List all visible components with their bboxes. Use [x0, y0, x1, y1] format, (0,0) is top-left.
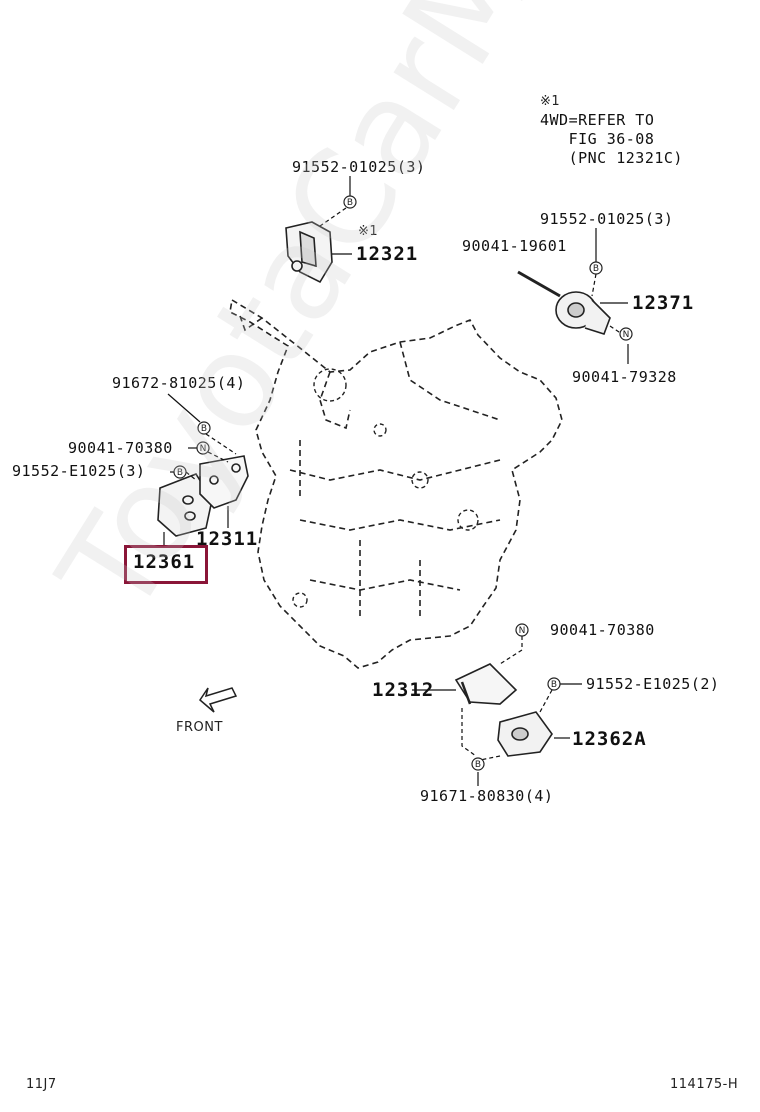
svg-text:N: N [623, 330, 630, 340]
part-label-12362A[interactable]: 12362A [572, 728, 647, 750]
svg-text:B: B [551, 680, 557, 690]
part-label-12312[interactable]: 12312 [372, 679, 435, 701]
bolt-marker [547, 677, 561, 691]
mount-12371 [517, 270, 611, 335]
svg-text:B: B [593, 264, 599, 274]
engine-detail-circles [292, 368, 479, 608]
part-label-12321[interactable]: 12321 [356, 243, 419, 265]
svg-text:N: N [519, 626, 526, 636]
svg-text:N: N [200, 444, 207, 454]
bracket-12321 [285, 221, 333, 284]
footer-right-code: 114175-H [670, 1077, 739, 1092]
selected-part-highlight [124, 545, 208, 584]
part-label-90041-70380-left[interactable]: 90041-70380 [68, 439, 173, 457]
bolt-marker [173, 465, 187, 479]
part-label-90041-79328[interactable]: 90041-79328 [572, 368, 677, 386]
footer-left-code: 11J7 [26, 1077, 57, 1092]
bolt-marker [197, 421, 211, 435]
front-arrow-icon [199, 687, 238, 713]
part-label-12361[interactable]: 12361 [133, 551, 196, 573]
note-mark: ※1 [540, 94, 561, 109]
bracket-12311 [199, 455, 249, 509]
note-line-1: 4WD=REFER TO [540, 111, 655, 129]
bolt-marker [343, 195, 357, 209]
fastener-markers: B B N B N B N B B [173, 195, 633, 771]
part-label-90041-70380-right[interactable]: 90041-70380 [550, 621, 655, 639]
part-label-12371[interactable]: 12371 [632, 292, 695, 314]
part-label-91671-80830[interactable]: 91671-80830(4) [420, 787, 554, 805]
nut-marker [515, 623, 529, 637]
part-label-91552-E1025-left[interactable]: 91552-E1025(3) [12, 462, 146, 480]
bolt-marker [471, 757, 485, 771]
bracket-12312 [454, 663, 518, 705]
svg-text:B: B [177, 468, 183, 478]
engine-outline [229, 298, 563, 669]
part-label-91552-01025-right[interactable]: 91552-01025(3) [540, 210, 674, 228]
nut-marker [619, 327, 633, 341]
bolt-marker [589, 261, 603, 275]
part-label-90041-19601[interactable]: 90041-19601 [462, 237, 567, 255]
mount-12362A [497, 711, 553, 757]
part-label-91672-81025[interactable]: 91672-81025(4) [112, 374, 246, 392]
svg-text:B: B [347, 198, 353, 208]
leader-lines [163, 176, 629, 786]
mount-12361 [157, 473, 213, 537]
part-label-91552-E1025-right[interactable]: 91552-E1025(2) [586, 675, 720, 693]
part-label-12311[interactable]: 12311 [196, 528, 259, 550]
note-line-3: (PNC 12321C) [540, 149, 683, 167]
svg-text:B: B [201, 424, 207, 434]
part-label-91552-01025-top[interactable]: 91552-01025(3) [292, 158, 426, 176]
svg-text:B: B [475, 760, 481, 770]
part-12321-mark: ※1 [358, 224, 379, 239]
nut-marker [196, 441, 210, 455]
front-label: FRONT [176, 720, 223, 735]
note-line-2: FIG 36-08 [540, 130, 655, 148]
